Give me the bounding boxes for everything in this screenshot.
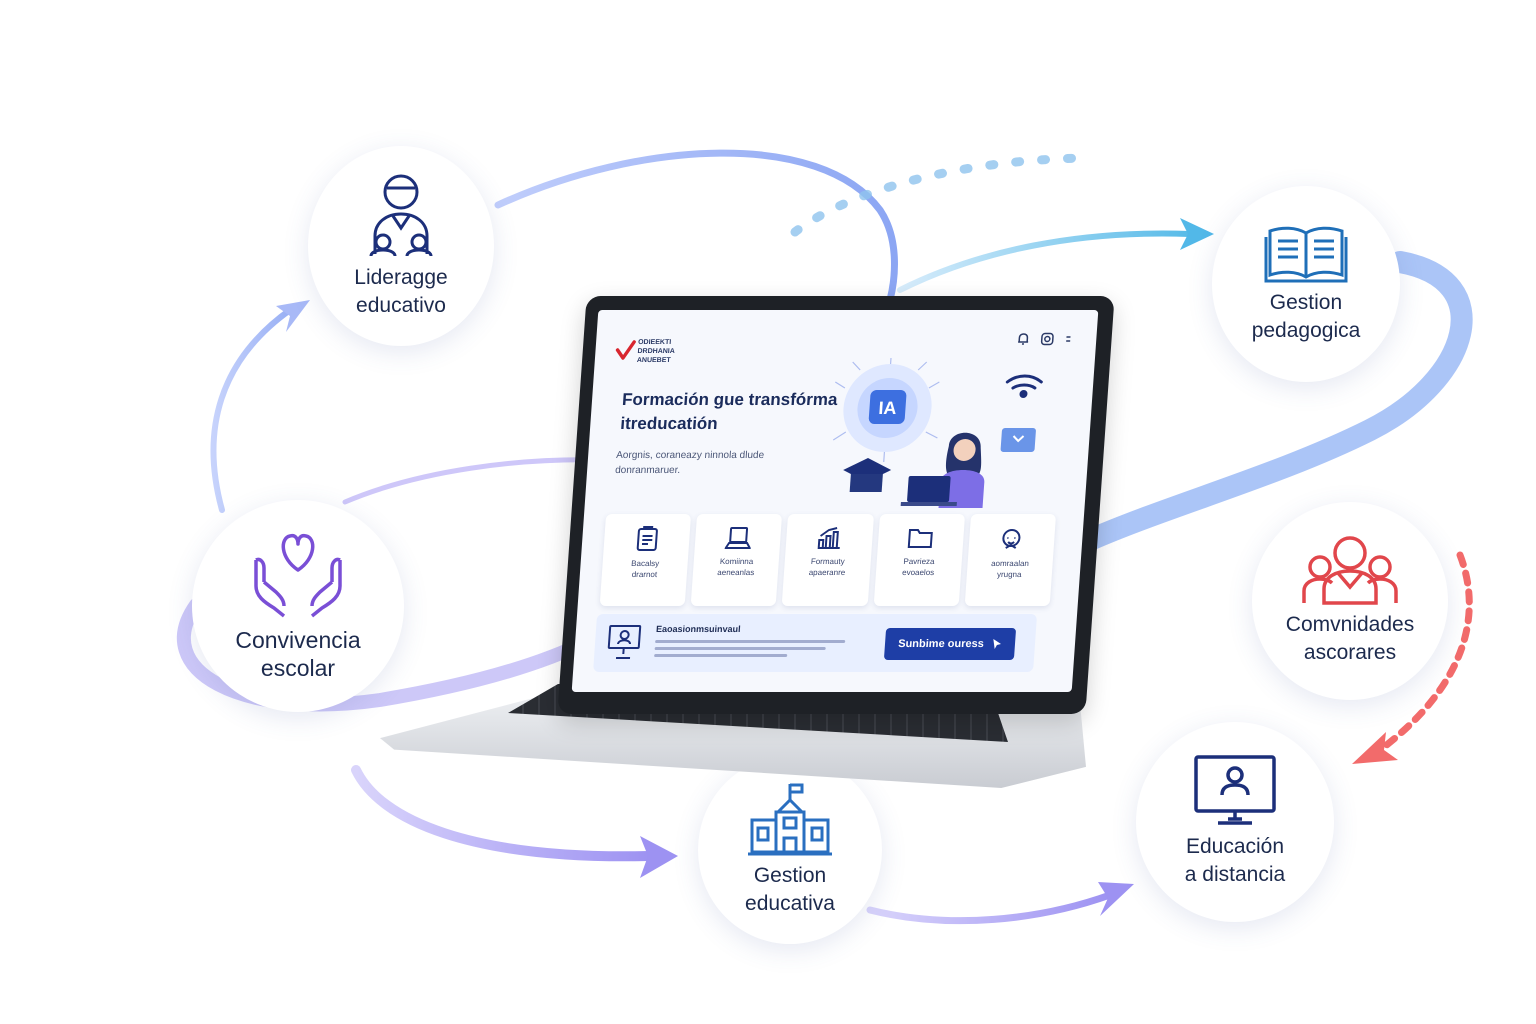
laptop-screen: ODIEEKTI DRDHANIA ANUEBET Formación gue … <box>571 310 1099 692</box>
topic-liderazgo-educativo[interactable]: Lideragge educativo <box>308 146 494 346</box>
support-icon <box>1002 529 1021 549</box>
topic-label: Lideragge educativo <box>354 266 448 317</box>
feature-card[interactable]: Komiinna aeneanlas <box>690 514 783 606</box>
laptop: ODIEEKTI DRDHANIA ANUEBET Formación gue … <box>380 296 1115 806</box>
svg-text:IA: IA <box>878 398 897 418</box>
teacher-students-icon <box>369 174 433 257</box>
ia-chip-icon <box>868 390 907 424</box>
school-building-icon <box>748 783 832 856</box>
topic-convivencia-escolar[interactable]: Convivencia escolar <box>192 500 404 712</box>
cursor-arrow-icon <box>993 639 1001 649</box>
hero-illustration: IA <box>832 358 1043 508</box>
topic-label: Gestion pedagogica <box>1251 291 1361 342</box>
course-banner: Eaoasionmsuinvaul Sunbime ouress <box>593 614 1038 672</box>
topic-comunidades[interactable]: Comvnidades ascorares <box>1252 502 1448 700</box>
bell-icon[interactable] <box>1016 332 1031 346</box>
hero-subtitle: Aorgnis, coraneazy ninnola dlude donranm… <box>614 450 765 476</box>
open-book-icon <box>1264 226 1348 283</box>
topic-label: Comvnidades ascorares <box>1285 613 1415 664</box>
wifi-icon <box>1005 374 1043 398</box>
feature-card[interactable]: Bacalsy drarnot <box>599 514 692 606</box>
heart-hands-icon <box>254 533 342 618</box>
laptop-icon <box>724 527 752 549</box>
clipboard-icon <box>636 526 658 551</box>
banner-text-lines <box>654 640 846 661</box>
feature-cards: Bacalsy drarnot Komiinna aeneanlas Forma… <box>599 514 1057 606</box>
topic-gestion-educativa[interactable]: Gestion educativa <box>698 756 882 944</box>
folder-icon <box>907 529 934 548</box>
topic-label: Educación a distancia <box>1184 835 1286 886</box>
feature-card[interactable]: aomraalan yrugna <box>964 514 1057 606</box>
banner-title: Eaoasionmsuinvaul <box>655 624 741 634</box>
site-logo-text: ODIEEKTI DRDHANIA ANUEBET <box>636 339 676 364</box>
header-icons <box>1016 332 1073 346</box>
growth-chart-icon <box>817 527 840 549</box>
feature-card[interactable]: Pavrieza evoaelos <box>873 514 965 606</box>
topic-educacion-distancia[interactable]: Educación a distancia <box>1136 722 1334 922</box>
settings-icon[interactable] <box>1040 332 1055 346</box>
monitor-user-icon <box>1194 755 1276 825</box>
checkmark-logo-icon <box>615 340 636 360</box>
topic-label: Gestion educativa <box>745 864 835 915</box>
presentation-icon <box>607 625 642 659</box>
topic-label: Convivencia escolar <box>235 627 361 681</box>
hero-title: Formación gue transfórma itreducatión <box>619 390 839 433</box>
subscribe-courses-button[interactable]: Sunbime ouress <box>883 628 1017 660</box>
menu-icon[interactable] <box>1064 332 1073 346</box>
topic-gestion-pedagogica[interactable]: Gestion pedagogica <box>1212 186 1400 382</box>
feature-card[interactable]: Formauty apaeranre <box>782 514 874 606</box>
community-icon <box>1302 536 1398 605</box>
